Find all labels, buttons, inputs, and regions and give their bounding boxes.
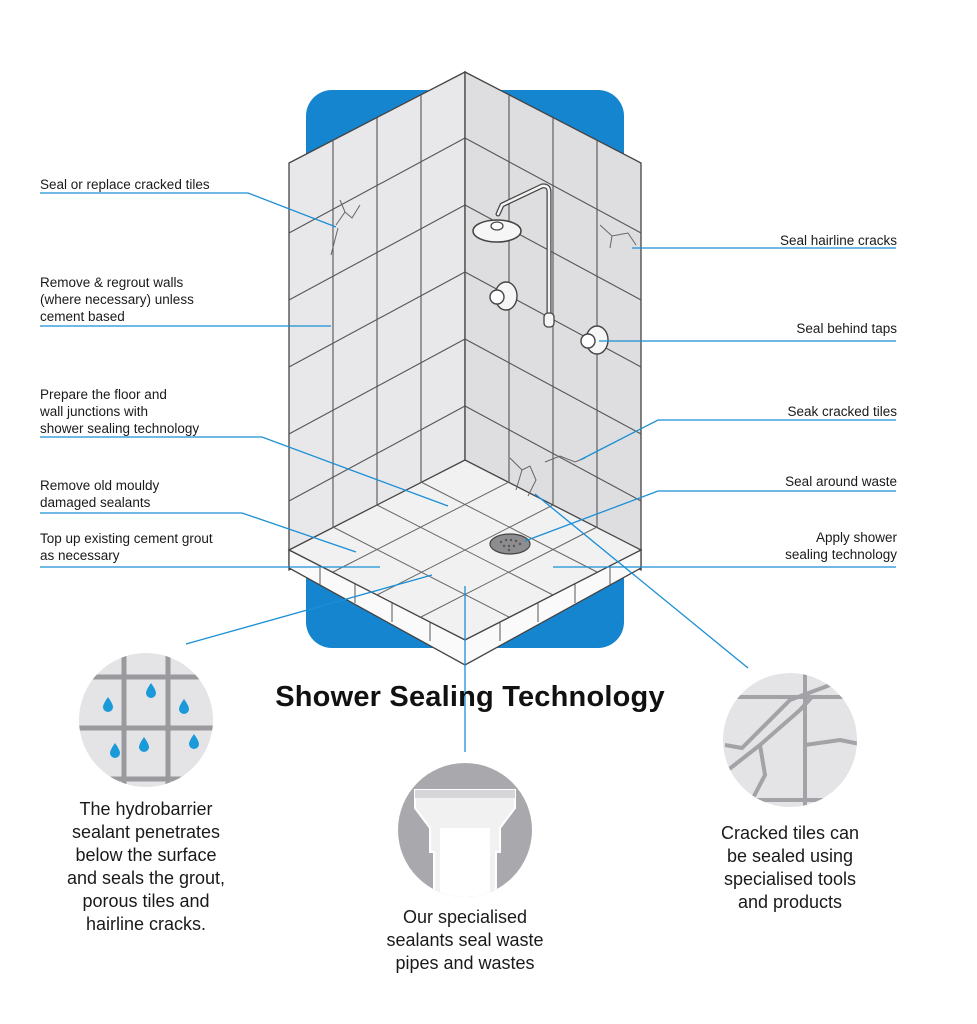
water-drop-icon <box>103 697 113 712</box>
label-seal-around-waste: Seal around waste <box>785 474 897 489</box>
label-remove-mouldy-sealants: Remove old mouldy damaged sealants <box>40 478 160 510</box>
label-regrout-walls: Remove & regrout walls (where necessary)… <box>40 275 194 324</box>
leader-lines <box>40 192 896 752</box>
caption-waste-pipes: Our specialised sealants seal waste pipe… <box>386 907 544 973</box>
grout-detail-circle <box>79 653 213 787</box>
label-apply-sealing-technology: Apply shower sealing technology <box>785 530 897 562</box>
cracked-tile-icon <box>723 673 857 807</box>
label-seak-cracked-tiles: Seak cracked tiles <box>787 404 897 419</box>
label-seal-hairline-cracks: Seal hairline cracks <box>779 233 897 248</box>
shower-head-icon <box>472 183 555 328</box>
tap-icon <box>489 281 518 311</box>
water-drop-icon <box>189 734 199 749</box>
caption-hydrobarrier: The hydrobarrier sealant penetrates belo… <box>66 799 226 934</box>
caption-cracked-tiles: Cracked tiles can be sealed using specia… <box>720 823 860 912</box>
tap-icon <box>580 325 609 355</box>
label-seal-replace-cracked-tiles: Seal or replace cracked tiles <box>40 177 210 192</box>
diagram-title: Shower Sealing Technology <box>275 681 665 713</box>
drain-icon <box>489 533 531 555</box>
label-prepare-floor-junctions: Prepare the floor and wall junctions wit… <box>40 387 200 436</box>
waste-pipe-icon <box>398 763 532 897</box>
wall-cracks <box>330 199 637 497</box>
water-drop-icon <box>139 737 149 752</box>
water-drop-icon <box>146 683 156 698</box>
water-drop-icon <box>110 743 120 758</box>
label-top-up-grout: Top up existing cement grout as necessar… <box>40 531 213 563</box>
left-wall <box>288 70 466 572</box>
water-drop-icon <box>179 699 189 714</box>
label-seal-behind-taps: Seal behind taps <box>796 321 897 336</box>
